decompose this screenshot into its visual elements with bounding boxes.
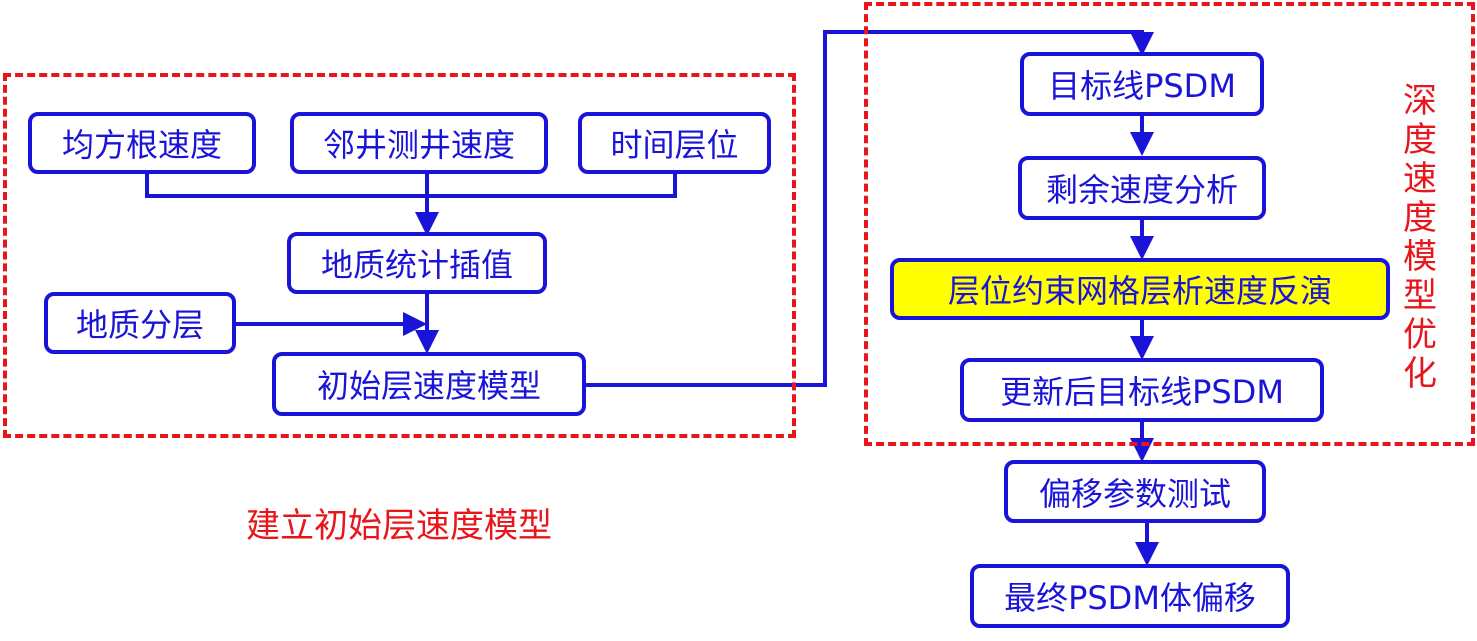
node-time-horizon[interactable]: 时间层位 [578, 112, 771, 174]
node-adjacent-well-velocity[interactable]: 邻井测井速度 [290, 112, 548, 174]
node-horizon-constrained-tomography[interactable]: 层位约束网格层析速度反演 [890, 258, 1390, 320]
depth-model-group-caption: 深度速度模型优化 [1403, 81, 1437, 394]
depth-model-group-frame [864, 2, 1475, 446]
node-residual-velocity-analysis[interactable]: 剩余速度分析 [1018, 156, 1266, 220]
node-target-line-psdm[interactable]: 目标线PSDM [1020, 52, 1264, 116]
initial-model-group-frame [3, 73, 796, 438]
node-geo-stat-interp[interactable]: 地质统计插值 [287, 232, 547, 294]
initial-model-group-caption: 建立初始层速度模型 [246, 506, 552, 546]
node-updated-target-line-psdm[interactable]: 更新后目标线PSDM [960, 358, 1324, 422]
connector-merge-top [145, 172, 677, 198]
node-final-psdm-migration[interactable]: 最终PSDM体偏移 [970, 564, 1290, 628]
node-migration-param-test[interactable]: 偏移参数测试 [1004, 460, 1266, 523]
node-initial-layer-model[interactable]: 初始层速度模型 [272, 352, 586, 416]
arrow-to-target-psdm [584, 30, 1154, 387]
node-geo-layering[interactable]: 地质分层 [44, 292, 236, 354]
node-rms-velocity[interactable]: 均方根速度 [28, 112, 256, 174]
